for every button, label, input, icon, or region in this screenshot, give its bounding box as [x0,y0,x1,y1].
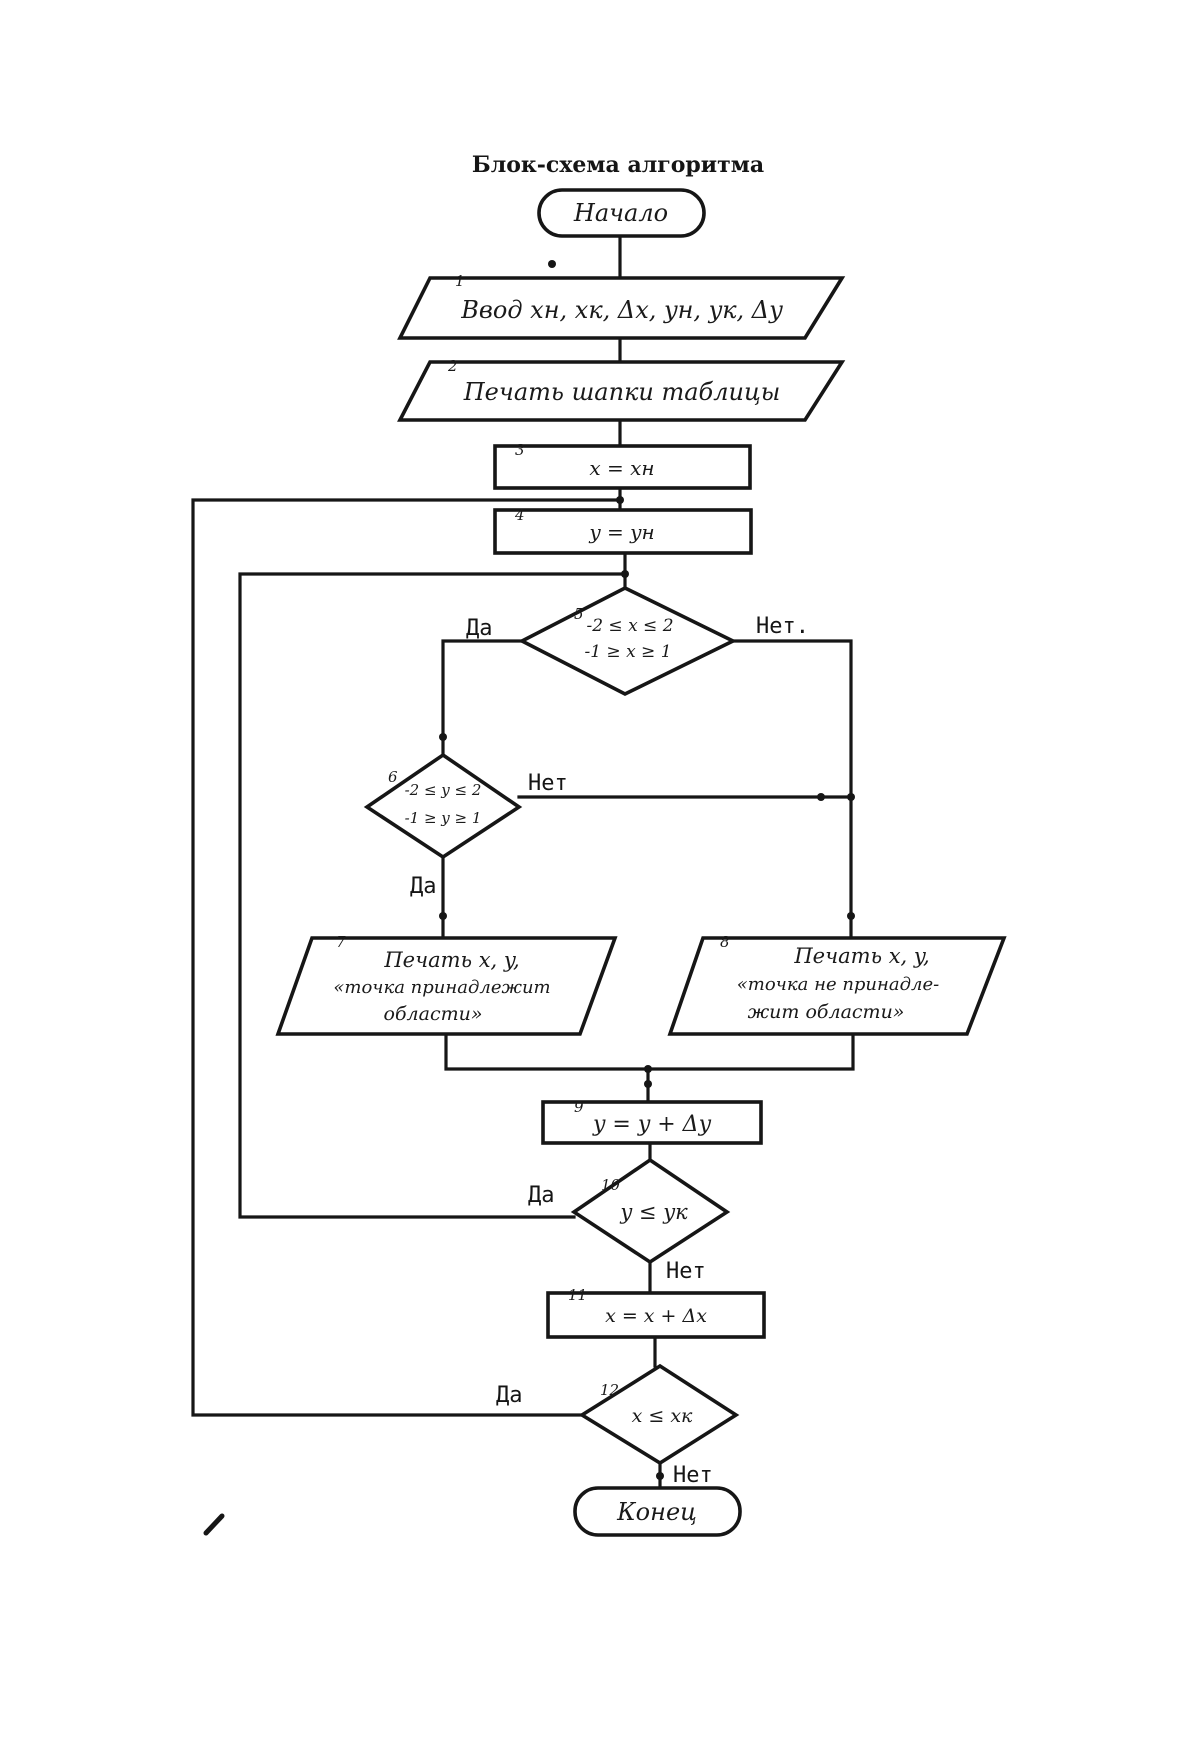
header-print-text: Печать шапки таблицы [463,378,781,406]
step-y-number: 9 [574,1098,584,1116]
input-block-number: 1 [455,272,465,290]
input-block: 1 Ввод xн, xк, Δx, yн, yк, Δy [397,272,846,340]
connector-lines [191,234,855,1490]
print-inside-block: 7 Печать x, y, «точка принадлежит област… [275,933,618,1036]
step-y-text: y = y + Δy [592,1112,712,1137]
header-print-block: 2 Печать шапки таблицы [397,357,846,422]
y-limit-no-label: Нет [666,1259,706,1284]
junction-dots [439,260,855,1480]
y-range-decision: 6 -2 ≤ y ≤ 2 -1 ≥ y ≥ 1 [363,752,523,860]
x-limit-text: x ≤ xк [632,1405,693,1427]
start-label: Начало [573,199,668,227]
x-range-line2: -1 ≥ x ≥ 1 [584,642,671,662]
y-range-number: 6 [388,768,398,786]
y-limit-number: 10 [601,1176,621,1194]
x-range-number: 5 [574,605,584,623]
init-y-text: y = yн [588,520,654,544]
init-y-block: 4 y = yн [493,506,753,555]
y-limit-yes-label: Да [528,1183,555,1208]
init-x-block: 3 x = xн [493,441,752,490]
pen-mark [203,1513,225,1536]
start-block: Начало [537,188,706,238]
step-y-block: 9 y = y + Δy [541,1098,763,1145]
chart-title: Блок-схема алгоритма [472,152,764,178]
x-range-no-label: Нет. [756,614,809,639]
print-outside-line3: жит области» [748,1001,905,1023]
step-x-text: x = x + Δx [605,1305,707,1327]
print-inside-number: 7 [336,933,346,951]
end-block: Конец [573,1486,742,1537]
x-range-yes-label: Да [466,616,493,641]
print-outside-line1: Печать x, y, [793,944,929,968]
x-limit-yes-label: Да [496,1383,523,1408]
print-inside-line2: «точка принадлежит [333,977,550,998]
y-range-no-label: Нет [528,771,568,796]
y-limit-decision: 10 y ≤ yк [570,1157,731,1265]
step-x-block: 11 x = x + Δx [546,1286,766,1339]
print-outside-block: 8 Печать x, y, «точка не принадле- жит о… [667,933,1007,1036]
end-label: Конец [616,1498,697,1526]
x-limit-decision: 12 x ≤ xк [578,1363,740,1466]
header-print-number: 2 [447,357,458,375]
print-inside-line1: Печать x, y, [383,948,519,972]
input-block-text: Ввод xн, xк, Δx, yн, yк, Δy [460,296,783,324]
print-outside-number: 8 [720,933,730,951]
step-x-number: 11 [568,1286,587,1304]
print-inside-line3: области» [384,1003,483,1025]
y-range-yes-label: Да [410,874,437,899]
branch-labels: Да Нет. Нет Да Да Нет Да Нет [410,614,809,1488]
print-outside-line2: «точка не принадле- [737,974,939,995]
init-y-number: 4 [514,506,525,524]
y-range-line2: -1 ≥ y ≥ 1 [405,809,482,827]
init-x-text: x = xн [589,456,654,480]
x-range-line1: -2 ≤ x ≤ 2 [586,616,673,636]
x-limit-no-label: Нет [673,1463,713,1488]
y-limit-text: y ≤ yк [619,1200,688,1224]
y-range-line1: -2 ≤ y ≤ 2 [405,781,482,799]
init-x-number: 3 [515,441,525,459]
x-limit-number: 12 [600,1381,619,1399]
x-range-decision: 5 -2 ≤ x ≤ 2 -1 ≥ x ≥ 1 [518,585,738,697]
